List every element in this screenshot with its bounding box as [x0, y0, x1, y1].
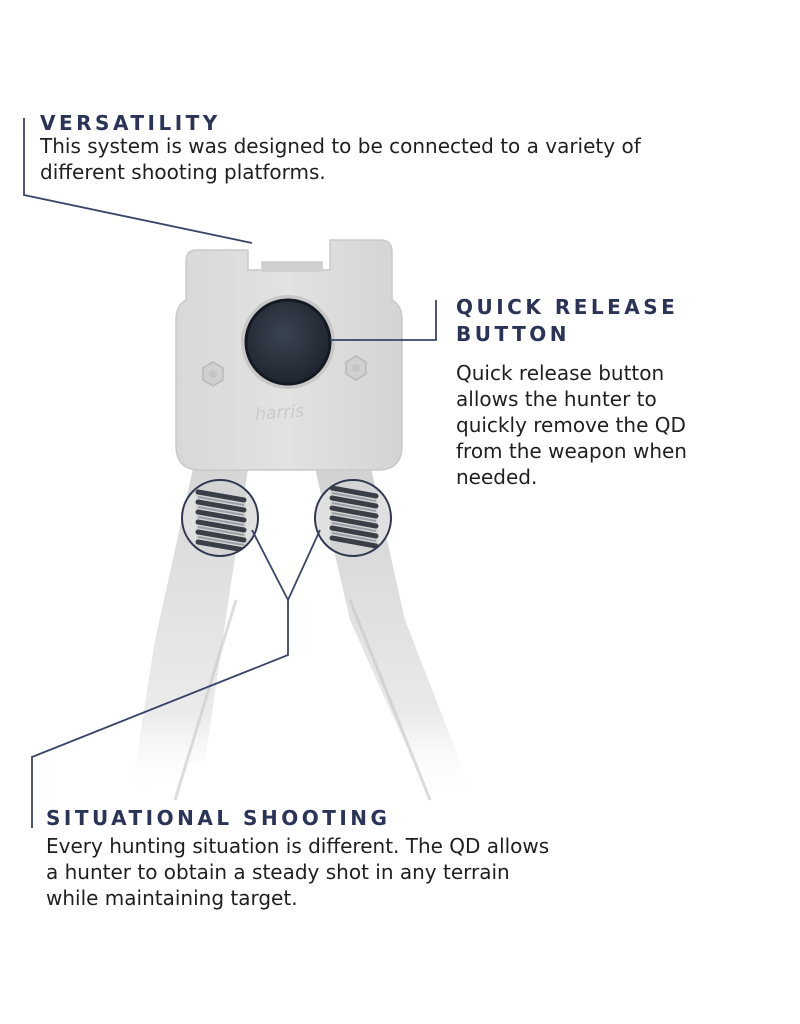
spring-icon	[181, 479, 259, 557]
spring-icon	[314, 479, 392, 557]
situational-leader-line-2	[31, 600, 289, 828]
situational-heading: SITUATIONAL SHOOTING	[46, 806, 391, 830]
hex-screw-icon	[345, 355, 367, 381]
quick-release-heading-line1: QUICK RELEASE	[456, 295, 679, 319]
quick-release-heading-line2: BUTTON	[456, 322, 570, 346]
svg-text:harris: harris	[255, 401, 305, 424]
versatility-leader-line	[23, 118, 253, 244]
hex-screw-icon	[202, 361, 224, 387]
quick-release-leader-line	[330, 300, 437, 341]
quick-release-heading: QUICK RELEASE BUTTON	[456, 294, 678, 348]
situational-leader-line	[251, 529, 321, 603]
versatility-heading: VERSATILITY	[40, 111, 221, 135]
quick-release-button-icon	[241, 295, 335, 389]
situational-description: Every hunting situation is different. Th…	[46, 834, 550, 910]
quick-release-description: Quick release button allows the hunter t…	[456, 361, 687, 489]
versatility-description: This system is was designed to be connec…	[40, 134, 641, 184]
